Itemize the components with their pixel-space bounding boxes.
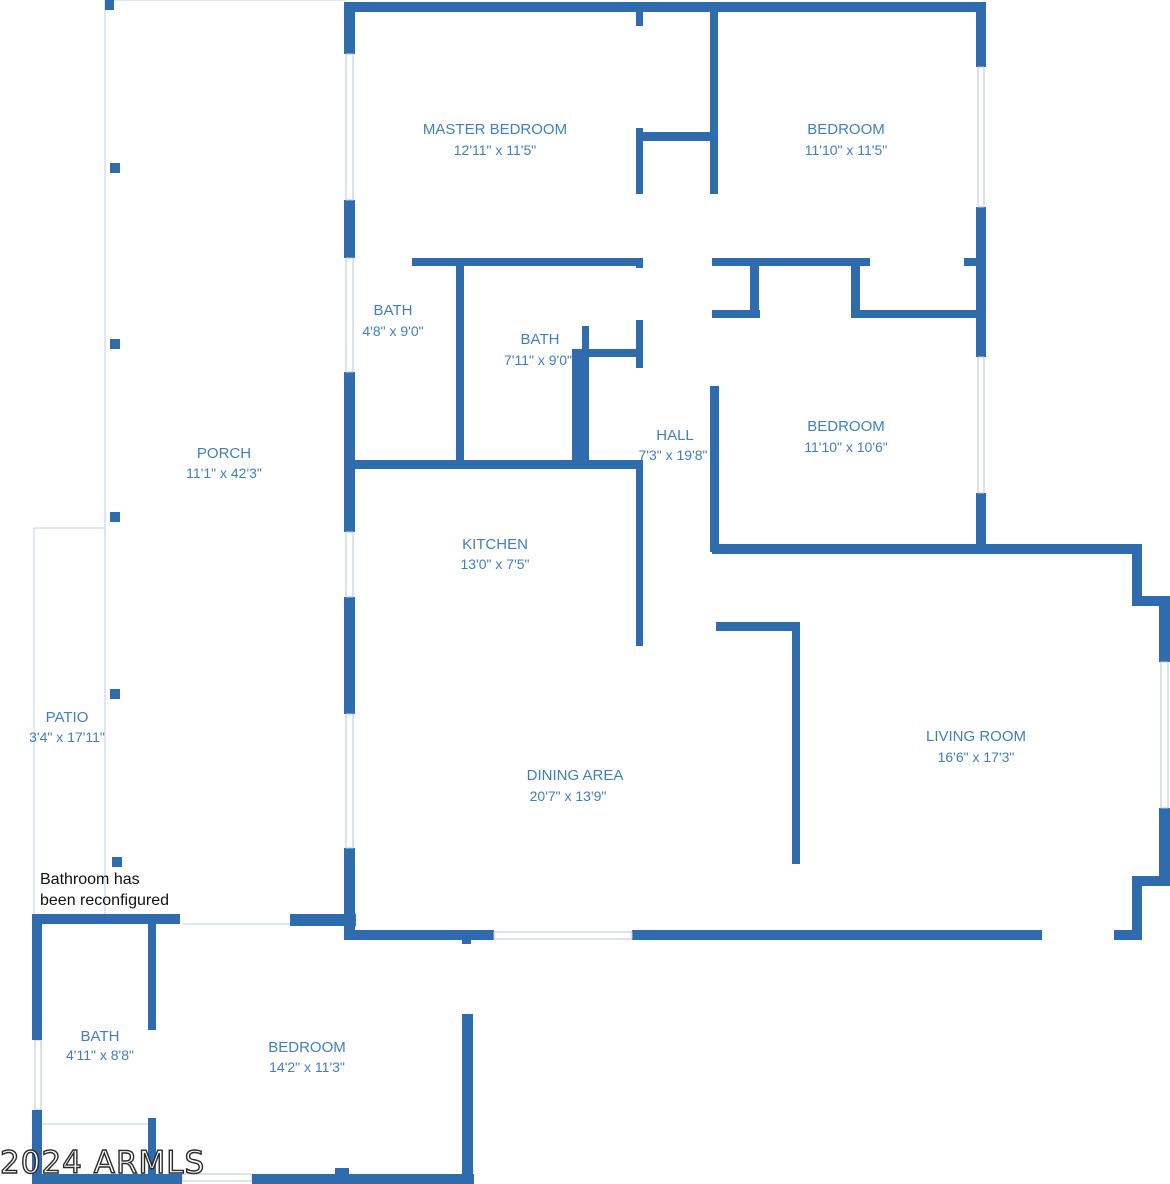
room-name: BEDROOM: [268, 1039, 346, 1056]
room-name: PORCH: [197, 445, 251, 462]
windows: [34, 53, 1169, 1182]
room-size: 12'11" x 11'5": [454, 142, 537, 158]
copyright-watermark: 2024 ARMLS: [0, 1145, 205, 1181]
room-label-patio: PATIO 3'4" x 17'11": [29, 709, 105, 745]
room-size: 4'11" x 8'8": [66, 1047, 134, 1063]
room-label-living-room: LIVING ROOM 16'6" x 17'3": [926, 728, 1026, 765]
room-name: LIVING ROOM: [926, 728, 1026, 745]
note-line-1: Bathroom has: [40, 871, 140, 888]
room-label-hall: HALL 7'3" x 19'8": [639, 427, 708, 463]
room-size: 20'7" x 13'9": [530, 788, 607, 804]
room-name: KITCHEN: [462, 536, 528, 553]
note-line-2: been reconfigured: [40, 892, 169, 909]
room-name: BEDROOM: [807, 121, 885, 138]
room-name: DINING AREA: [527, 767, 624, 784]
room-size: 11'10" x 11'5": [805, 142, 888, 158]
room-label-dining-area: DINING AREA 20'7" x 13'9": [527, 767, 624, 804]
sw-addition-walls: [32, 914, 474, 1184]
porch-posts: [105, 0, 122, 867]
room-size: 7'11" x 9'0": [504, 352, 572, 368]
room-label-bedroom-sw: BEDROOM 14'2" x 11'3": [268, 1039, 346, 1075]
room-label-bath-sw: BATH 4'11" x 8'8": [66, 1028, 134, 1063]
reconfigured-note: Bathroom has been reconfigured: [40, 871, 169, 909]
room-size: 14'2" x 11'3": [269, 1059, 345, 1075]
room-label-bedroom-ne: BEDROOM 11'10" x 11'5": [805, 121, 888, 158]
room-size: 16'6" x 17'3": [938, 749, 1015, 765]
room-name: MASTER BEDROOM: [423, 121, 567, 138]
room-label-master-bedroom: MASTER BEDROOM 12'11" x 11'5": [423, 121, 567, 158]
room-label-bath-center: BATH 7'11" x 9'0": [504, 331, 572, 368]
interior-walls: [344, 12, 986, 864]
room-name: BEDROOM: [807, 418, 885, 435]
room-size: 13'0" x 7'5": [461, 556, 530, 572]
room-label-bath-west: BATH 4'8" x 9'0": [362, 302, 423, 339]
room-label-porch: PORCH 11'1" x 42'3": [186, 445, 262, 481]
room-size: 11'1" x 42'3": [186, 465, 262, 481]
room-name: HALL: [656, 427, 694, 444]
room-size: 11'10" x 10'6": [804, 439, 888, 455]
room-name: BATH: [374, 302, 413, 319]
room-name: PATIO: [46, 709, 89, 726]
exterior-walls: [344, 2, 1170, 940]
room-label-kitchen: KITCHEN 13'0" x 7'5": [461, 536, 530, 572]
porch-outline: [33, 0, 345, 920]
room-size: 4'8" x 9'0": [362, 323, 423, 339]
room-name: BATH: [81, 1028, 120, 1045]
room-size: 3'4" x 17'11": [29, 729, 105, 745]
room-name: BATH: [521, 331, 560, 348]
room-label-bedroom-east: BEDROOM 11'10" x 10'6": [804, 418, 888, 455]
room-size: 7'3" x 19'8": [639, 447, 708, 463]
